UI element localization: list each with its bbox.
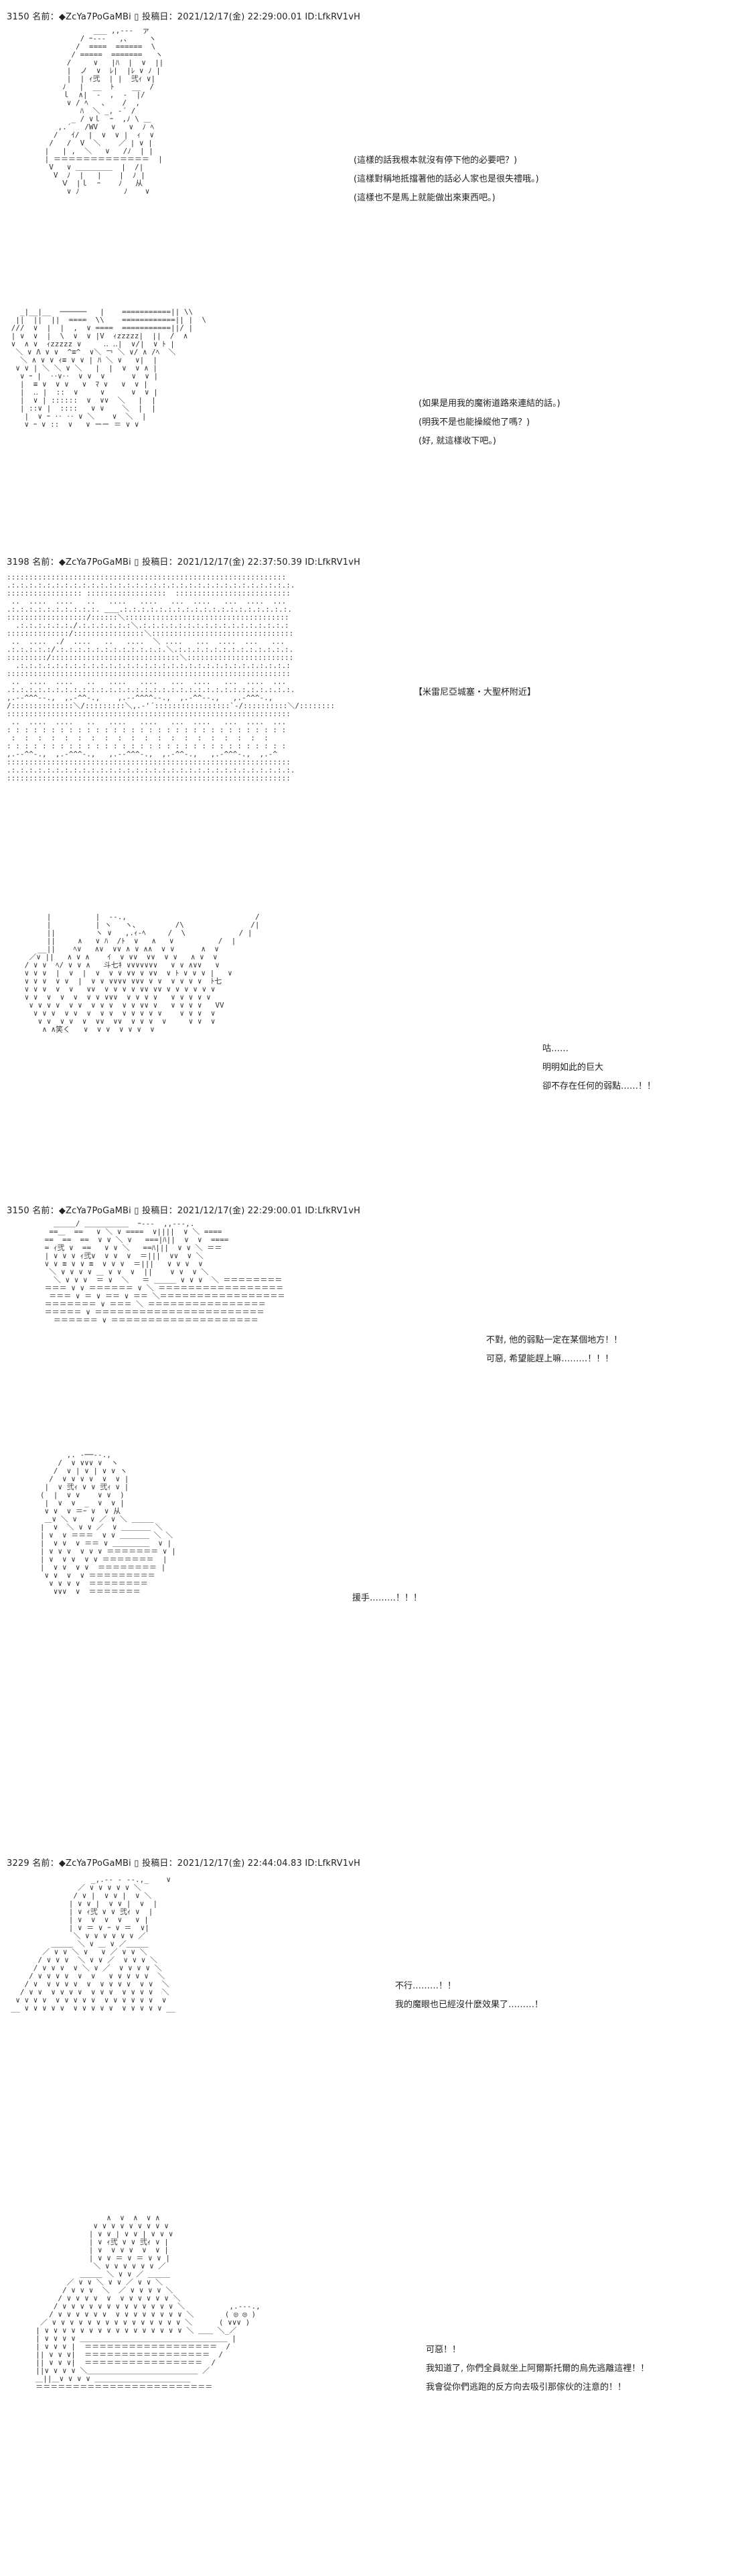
ascii-art-character-gesturing: ∧ ∨ ∧ ∨ ∧ ∨ ∨ ∨ ∨ ∨ ∨ ∨ ∨ ∨ | ∨ ∨ | ∨ ∨ … <box>35 2214 260 2391</box>
dialog-text: (如果是用我的魔術道路來連結的話。) (明我不是也能操縱他了嗎？) (好, 就這… <box>419 395 560 451</box>
dialog-line: (如果是用我的魔術道路來連結的話。) <box>419 399 560 409</box>
ascii-art-character-closeup: _|__|__ ────── | ===========|| \\ || || … <box>11 308 207 429</box>
dialog-text: 援手………！！！ <box>352 1589 422 1608</box>
dialog-line: 我的魔眼也已經沒什麼效果了………！ <box>395 2000 544 2010</box>
ascii-art-battle-scene: | | ‐-., / | | ヽ ヽ、 /\ /| || ヽ ∨ ,.ｨ-ﾍ /… <box>24 913 260 1034</box>
ascii-art-character-running: ＿＿＿/ ＿＿＿＿＿＿ ｰ--- ,,-‐-,. ==＿ == ∨ ＼ ∨ ==… <box>44 1220 285 1325</box>
dialog-line: 咕…… <box>542 1044 569 1054</box>
ascii-art-character-serious: _,.-‐ ‐ ‐-.,_ ∨ ／ ∨ ∨ ∨ ∨ ∨ ＼ / ∨ | ∨ ∨ … <box>11 1876 175 2013</box>
dialog-line: 我知道了, 你們全員就坐上阿爾斯托爾的烏先逃離這裡！！ <box>426 2364 650 2374</box>
dialog-line: (這樣的話我根本就沒有停下他的必要吧？) <box>354 155 518 165</box>
post-header: 3229 名前：◆ZcYa7PoGaMBi ▯ 投稿日：2021/12/17(金… <box>7 1858 361 1869</box>
dialog-line: (明我不是也能操縱他了嗎？) <box>419 417 530 427</box>
dialog-text: (這樣的話我根本就沒有停下他的必要吧？) (這樣對稱地抵擋著他的話必人家也是很失… <box>354 151 539 208</box>
dialog-line: 可惡, 希望能趕上嘛………！！！ <box>486 1354 614 1364</box>
ascii-art-landscape: ::::::::::::::::::::::::::::::::::::::::… <box>7 573 335 783</box>
dialog-text: 不對, 他的弱點一定在某個地方！！ 可惡, 希望能趕上嘛………！！！ <box>486 1331 622 1369</box>
dialog-line: 不對, 他的弱點一定在某個地方！！ <box>486 1335 623 1345</box>
dialog-text: 咕…… 明明如此的巨大 卻不存在任何的弱點……！！ <box>542 1040 656 1096</box>
post-header: 3198 名前：◆ZcYa7PoGaMBi ▯ 投稿日：2021/12/17(金… <box>7 557 361 567</box>
dialog-line: (這樣也不是馬上就能做出來東西吧。) <box>354 193 496 203</box>
dialog-line: (這樣對稱地抵擋著他的話必人家也是很失禮哦。) <box>354 174 539 184</box>
dialog-line: 卻不存在任何的弱點……！！ <box>542 1081 656 1091</box>
dialog-text: 可惡！！ 我知道了, 你們全員就坐上阿爾斯托爾的烏先逃離這裡！！ 我會從你們逃跑… <box>426 2341 649 2397</box>
dialog-line: 我會從你們逃跑的反方向去吸引那傢伙的注意的！！ <box>426 2382 627 2392</box>
dialog-line: 不行………！！ <box>395 1981 457 1991</box>
ascii-art-character-face: ___ ,,--- ァ / ｰ--- ,、 ヽ / ==== ====== \ … <box>44 27 164 196</box>
post-header: 3150 名前：◆ZcYa7PoGaMBi ▯ 投稿日：2021/12/17(金… <box>7 12 361 22</box>
ascii-art-character-reaching: ,. ‐──‐-., / ∨ ∨∨∨ ∨ ヽ / ∨ | ∨ | ∨ ∨ ヽ /… <box>40 1451 176 1596</box>
dialog-text: 不行………！！ 我的魔眼也已經沒什麼效果了………！ <box>395 1977 543 2015</box>
dialog-line: 可惡！！ <box>426 2345 461 2355</box>
dialog-line: 明明如此的巨大 <box>542 1063 604 1073</box>
dialog-line: 【米雷尼亞城塞・大聖杯附近】 <box>414 687 536 697</box>
dialog-line: (好, 就這樣收下吧。) <box>419 436 496 446</box>
dialog-line: 援手………！！！ <box>352 1593 423 1603</box>
dialog-text: 【米雷尼亞城塞・大聖杯附近】 <box>414 683 536 702</box>
post-header: 3150 名前：◆ZcYa7PoGaMBi ▯ 投稿日：2021/12/17(金… <box>7 1206 361 1216</box>
